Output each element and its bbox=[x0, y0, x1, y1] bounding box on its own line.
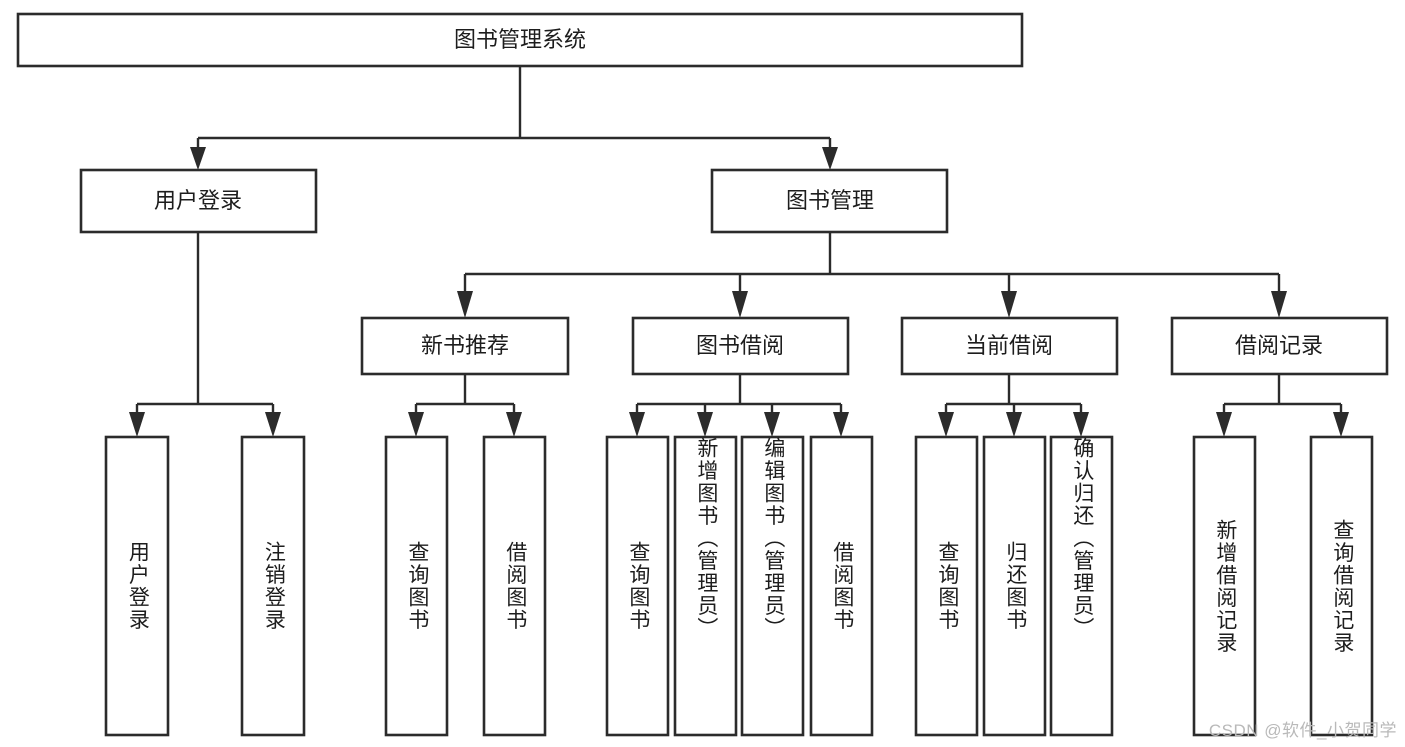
arrow-head-icon bbox=[457, 291, 473, 318]
leaf-box-borrow-book-b[interactable] bbox=[809, 435, 874, 737]
node-book-borrow[interactable]: 图书借阅 bbox=[631, 316, 850, 376]
node-book-borrow-label: 图书借阅 bbox=[696, 333, 784, 358]
node-root-box[interactable] bbox=[16, 12, 1024, 68]
node-user-login-box[interactable] bbox=[79, 168, 318, 234]
node-root[interactable]: 图书管理系统 bbox=[16, 12, 1024, 68]
leaf-box-logout[interactable] bbox=[240, 435, 306, 737]
connector-newbook-to-leaves bbox=[408, 374, 522, 437]
leaf-box-user-login[interactable] bbox=[104, 435, 170, 737]
connector-userlogin-to-leaves bbox=[129, 232, 281, 437]
connector-currentborrow-to-leaves bbox=[938, 374, 1089, 437]
leaf-box-confirm-return[interactable] bbox=[1049, 435, 1114, 737]
arrow-head-icon bbox=[408, 412, 424, 437]
arrow-head-icon bbox=[1006, 412, 1022, 437]
arrow-head-icon bbox=[822, 147, 838, 170]
node-current-borrow[interactable]: 当前借阅 bbox=[900, 316, 1119, 376]
connector-bookborrow-to-leaves bbox=[629, 374, 849, 437]
arrow-head-icon bbox=[506, 412, 522, 437]
node-new-book-recommend-label: 新书推荐 bbox=[421, 333, 509, 358]
leaf-box-edit-book[interactable] bbox=[740, 435, 805, 737]
csdn-watermark: CSDN @软件_小贺同学 bbox=[1208, 721, 1397, 740]
connector-root-to-level2 bbox=[190, 66, 838, 170]
node-borrow-record-box[interactable] bbox=[1170, 316, 1389, 376]
node-book-management-box[interactable] bbox=[710, 168, 949, 234]
node-book-management-label: 图书管理 bbox=[786, 188, 874, 213]
node-borrow-record-label: 借阅记录 bbox=[1235, 333, 1323, 358]
arrow-head-icon bbox=[1073, 412, 1089, 437]
arrow-head-icon bbox=[833, 412, 849, 437]
arrow-head-icon bbox=[938, 412, 954, 437]
node-root-label: 图书管理系统 bbox=[454, 27, 586, 52]
arrow-head-icon bbox=[1271, 291, 1287, 318]
leaf-box-add-record[interactable] bbox=[1192, 435, 1257, 737]
node-user-login[interactable]: 用户登录 bbox=[79, 168, 318, 234]
arrow-head-icon bbox=[265, 412, 281, 437]
node-borrow-record[interactable]: 借阅记录 bbox=[1170, 316, 1389, 376]
node-book-management[interactable]: 图书管理 bbox=[710, 168, 949, 234]
connector-bookmgmt-to-level3 bbox=[457, 232, 1287, 318]
arrow-head-icon bbox=[129, 412, 145, 437]
leaf-box-query-book-c[interactable] bbox=[914, 435, 979, 737]
arrow-head-icon bbox=[732, 291, 748, 318]
leaf-box-query-book-b[interactable] bbox=[605, 435, 670, 737]
leaf-box-add-book[interactable] bbox=[673, 435, 738, 737]
node-user-login-label: 用户登录 bbox=[154, 188, 242, 213]
connector-borrowrecord-to-leaves bbox=[1216, 374, 1349, 437]
node-new-book-recommend[interactable]: 新书推荐 bbox=[360, 316, 570, 376]
arrow-head-icon bbox=[764, 412, 780, 437]
leaf-box-query-book-a[interactable] bbox=[384, 435, 449, 737]
arrow-head-icon bbox=[1216, 412, 1232, 437]
node-book-borrow-box[interactable] bbox=[631, 316, 850, 376]
node-current-borrow-box[interactable] bbox=[900, 316, 1119, 376]
node-current-borrow-label: 当前借阅 bbox=[965, 333, 1053, 358]
arrow-head-icon bbox=[697, 412, 713, 437]
node-new-book-recommend-box[interactable] bbox=[360, 316, 570, 376]
arrow-head-icon bbox=[190, 147, 206, 170]
leaf-box-borrow-book-a[interactable] bbox=[482, 435, 547, 737]
arrow-head-icon bbox=[629, 412, 645, 437]
leaf-box-query-record[interactable] bbox=[1309, 435, 1374, 737]
arrow-head-icon bbox=[1001, 291, 1017, 318]
arrow-head-icon bbox=[1333, 412, 1349, 437]
leaf-box-return-book[interactable] bbox=[982, 435, 1047, 737]
